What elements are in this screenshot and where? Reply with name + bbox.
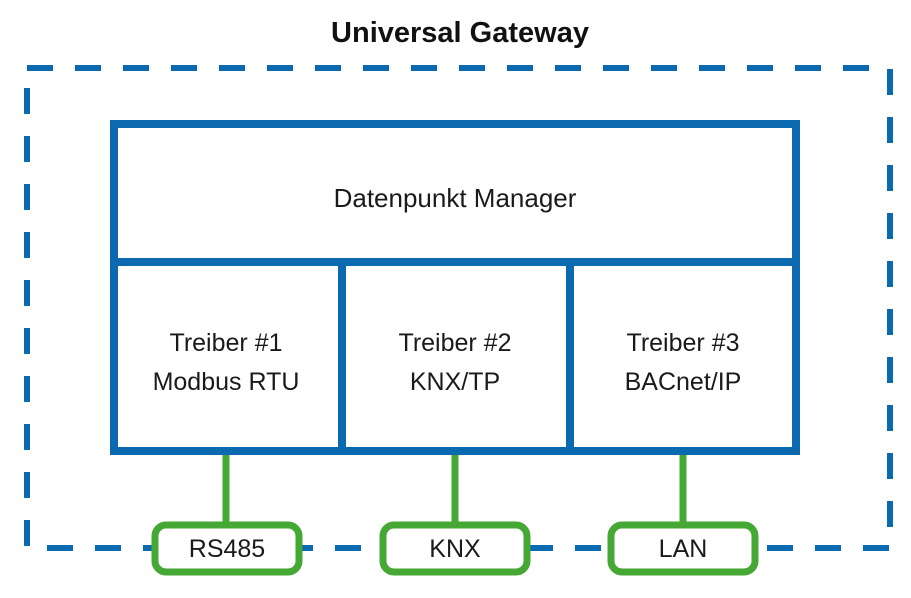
port-rs485-label: RS485 xyxy=(189,535,265,563)
port-box-knx: KNX xyxy=(379,521,531,576)
port-lan-label: LAN xyxy=(659,535,708,563)
port-knx-frame xyxy=(379,521,531,576)
driver-3-title: Treiber #3 xyxy=(626,329,739,357)
driver-1-title: Treiber #1 xyxy=(169,329,282,357)
driver-2-title: Treiber #2 xyxy=(398,329,511,357)
port-box-lan: LAN xyxy=(607,521,759,576)
driver-1-protocol: Modbus RTU xyxy=(153,368,300,396)
port-box-rs485: RS485 xyxy=(151,521,303,576)
port-knx-label: KNX xyxy=(429,535,481,563)
port-rs485-frame xyxy=(151,521,303,576)
datenpunkt-manager-label: Datenpunkt Manager xyxy=(334,183,577,213)
port-lan-frame xyxy=(607,521,759,576)
gateway-module-box xyxy=(110,120,800,455)
page-title: Universal Gateway xyxy=(331,17,589,49)
driver-3-protocol: BACnet/IP xyxy=(625,368,742,396)
driver-2-protocol: KNX/TP xyxy=(410,368,500,396)
